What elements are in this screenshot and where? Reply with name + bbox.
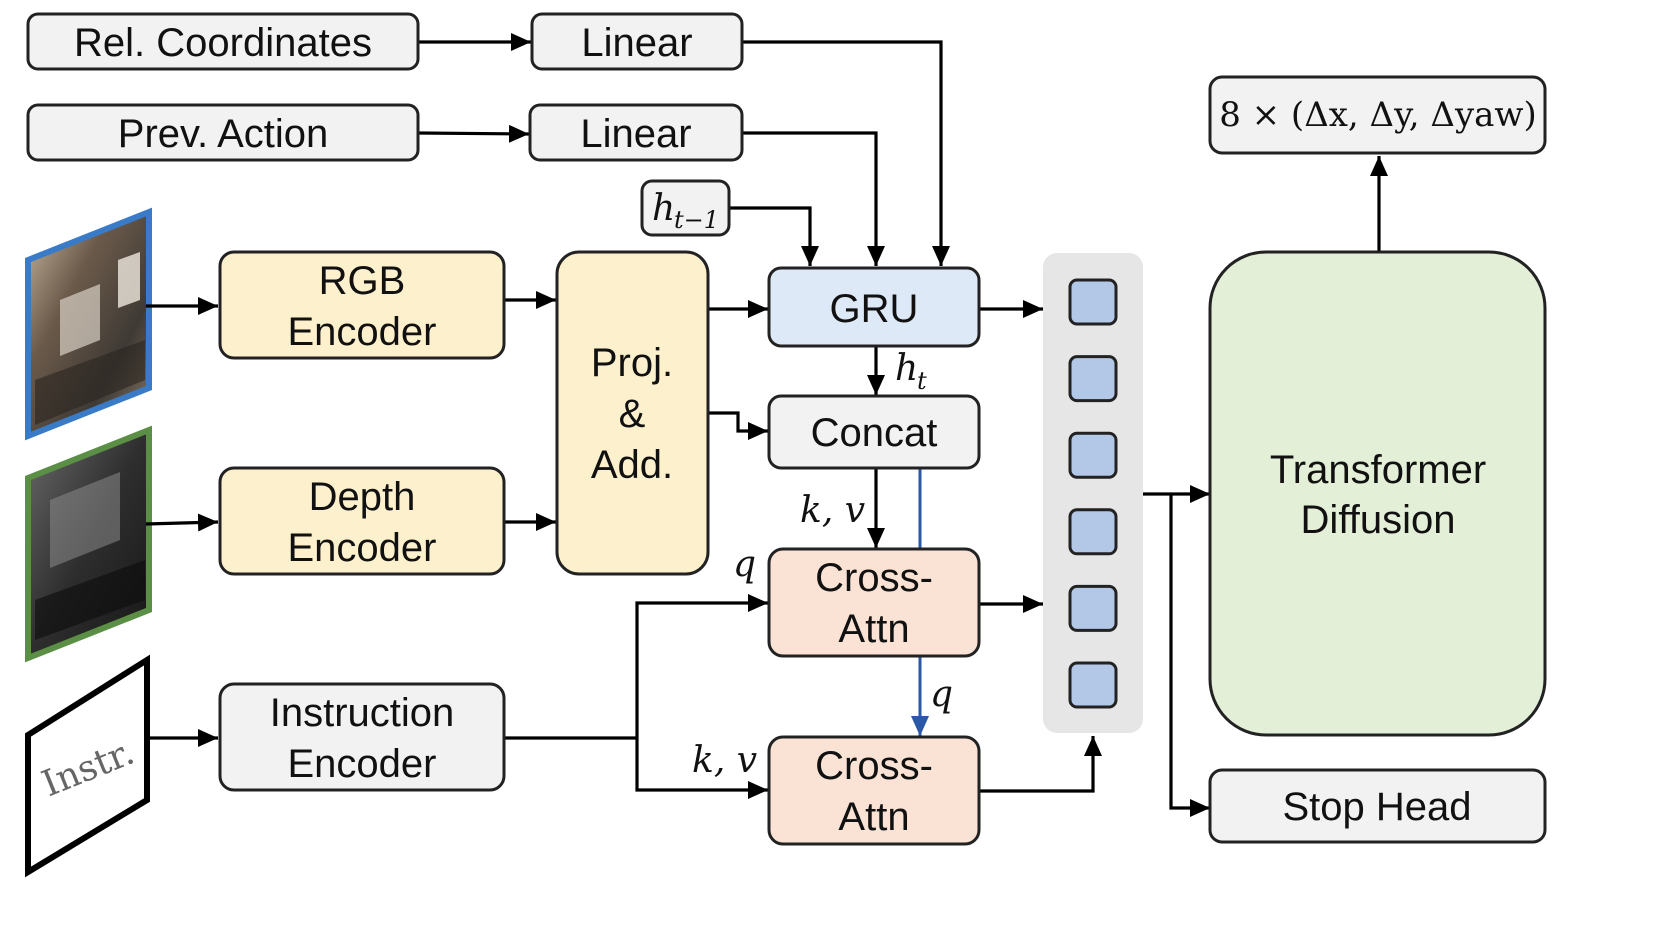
cross-attn-1-line2: Attn xyxy=(838,607,909,651)
transformer-diffusion-line2: Diffusion xyxy=(1301,498,1456,542)
rgb-encoder-line1: RGB xyxy=(319,259,406,303)
output-box: 8 × (Δx, Δy, Δyaw) xyxy=(1208,75,1547,155)
cross-attn-2-line2: Attn xyxy=(838,795,909,839)
rgb-encoder-line2: Encoder xyxy=(288,310,437,354)
depth-encoder-line2: Encoder xyxy=(288,526,437,570)
concat-label: Concat xyxy=(811,411,938,455)
token-square xyxy=(1068,661,1118,709)
cross-attn-2-line1: Cross- xyxy=(815,744,933,788)
stop-head-box: Stop Head xyxy=(1208,768,1547,844)
stop-head-label: Stop Head xyxy=(1282,785,1471,829)
instruction-encoder-box: Instruction Encoder xyxy=(218,682,506,792)
cross-attn-box-2: Cross- Attn xyxy=(767,735,981,846)
output-label: 8 × (Δx, Δy, Δyaw) xyxy=(1219,95,1537,135)
h-prev-label: h xyxy=(652,188,675,229)
rgb-encoder-box: RGB Encoder xyxy=(218,250,506,360)
transformer-diffusion-line1: Transformer xyxy=(1270,448,1486,492)
depth-encoder-line1: Depth xyxy=(309,475,416,519)
cross-attn-box-1: Cross- Attn xyxy=(767,547,981,658)
proj-add-line3: Add. xyxy=(591,443,673,487)
linear-box-2: Linear xyxy=(528,103,744,162)
prev-action-label: Prev. Action xyxy=(118,112,328,156)
h-t-symbol: h xyxy=(895,348,918,389)
rel-coordinates-box: Rel. Coordinates xyxy=(26,12,420,71)
concat-box: Concat xyxy=(767,394,981,470)
transformer-diffusion-box: Transformer Diffusion xyxy=(1208,250,1547,737)
gru-box: GRU xyxy=(767,266,981,348)
proj-add-box: Proj. & Add. xyxy=(555,250,710,576)
q-label-1: q xyxy=(733,544,756,585)
token-square xyxy=(1068,278,1118,326)
q-label-2: q xyxy=(930,674,953,715)
token-square xyxy=(1068,584,1118,632)
gru-label: GRU xyxy=(830,287,919,331)
linear-label-1: Linear xyxy=(581,21,692,65)
h-t-label: h t xyxy=(895,348,927,395)
connectors xyxy=(145,33,1388,817)
linear-box-1: Linear xyxy=(530,12,744,71)
proj-add-line1: Proj. xyxy=(591,341,673,385)
instruction-encoder-line2: Encoder xyxy=(288,742,437,786)
proj-add-line2: & xyxy=(619,392,646,436)
h-t-subscript: t xyxy=(917,367,927,395)
depth-image xyxy=(25,425,152,663)
h-prev-box: h t−1 xyxy=(640,179,731,237)
token-square xyxy=(1068,431,1118,479)
token-panel xyxy=(1043,253,1143,733)
kv-label-1: k, v xyxy=(800,490,865,531)
token-square xyxy=(1068,355,1118,403)
prev-action-box: Prev. Action xyxy=(26,103,420,162)
linear-label-2: Linear xyxy=(580,112,691,156)
kv-label-2: k, v xyxy=(692,740,757,781)
h-prev-subscript: t−1 xyxy=(674,206,719,234)
rel-coordinates-label: Rel. Coordinates xyxy=(74,21,372,65)
token-square xyxy=(1068,508,1118,556)
cross-attn-1-line1: Cross- xyxy=(815,556,933,600)
instruction-image: Instr. xyxy=(25,654,150,878)
rgb-image xyxy=(25,207,152,441)
instruction-encoder-line1: Instruction xyxy=(270,691,455,735)
depth-encoder-box: Depth Encoder xyxy=(218,466,506,576)
